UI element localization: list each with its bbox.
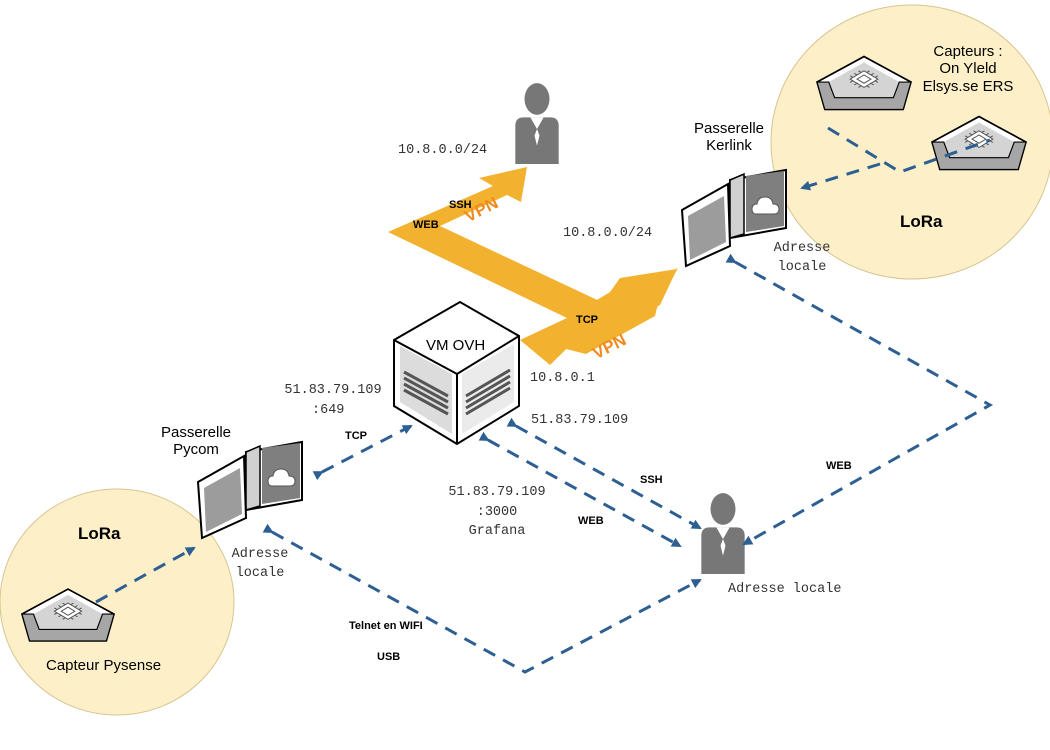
kerlink-vpn-subnet: 10.8.0.0/24 [563, 226, 653, 241]
sensors-label-line-2: On Yleld [939, 60, 997, 78]
gateway-kerlink-address-line-2: locale [777, 259, 827, 275]
vm-ovh-label: VM OVH [426, 337, 486, 354]
user-ssh-label: SSH [640, 474, 663, 486]
gateway-pycom-label-line-1: Passerelle [160, 424, 232, 441]
vpn-ssh-label: SSH [449, 199, 472, 211]
vm-grafana-address-line-2: :3000 [476, 504, 518, 520]
link-pycom-vm-tcp [312, 424, 413, 481]
gateway-pycom-label: Passerelle Pycom [155, 424, 237, 459]
kerlink-web-label: WEB [826, 460, 852, 472]
sensors-label: Capteurs : On Yleld Elsys.se ERS [918, 43, 1018, 95]
usb-label: USB [377, 651, 401, 663]
link-vm-user-web [478, 431, 682, 548]
vpn-tcp-label: TCP [576, 314, 598, 326]
vpn-tunnel-arrow-user [388, 167, 610, 365]
vm-ovh-server-icon [393, 300, 520, 446]
gateway-kerlink-label: Passerelle Kerlink [688, 120, 770, 155]
pycom-tcp-label: TCP [345, 430, 367, 442]
vm-public-ip: 51.83.79.109 [531, 413, 629, 428]
vm-grafana-address: 51.83.79.109 :3000 Grafana [434, 483, 560, 542]
gateway-kerlink-label-line-2: Kerlink [706, 137, 752, 155]
lora-zone-right-title: LoRa [900, 212, 943, 231]
vm-grafana-address-line-1: 51.83.79.109 [448, 485, 546, 500]
vpn-user-icon [515, 83, 559, 164]
vm-public-ip-649: 51.83.79.109 :649 [270, 381, 396, 420]
gateway-pycom-address-line-2: locale [235, 565, 285, 581]
local-user-address: Adresse locale [728, 582, 842, 597]
vm-grafana-address-line-3: Grafana [468, 524, 526, 540]
link-pycom-local-user [262, 523, 702, 674]
sensors-label-line-3: Elsys.se ERS [922, 77, 1014, 95]
telnet-wifi-label: Telnet en WIFI [349, 620, 423, 632]
link-sensors-to-kerlink [800, 162, 881, 191]
vm-public-ip-649-line-1: 51.83.79.109 [284, 383, 382, 398]
gateway-kerlink-label-line-1: Passerelle [693, 120, 765, 137]
link-kerlink-user-web [725, 253, 994, 546]
vpn-tunnel-arrow-kerlink-head [548, 269, 677, 344]
gateway-kerlink-address: Adresse locale [764, 240, 840, 278]
gateway-pycom-label-line-2: Pycom [173, 441, 219, 459]
sensors-label-line-1: Capteurs : [933, 43, 1003, 60]
user-web-label: WEB [578, 515, 604, 527]
vpn-user-subnet: 10.8.0.0/24 [398, 143, 488, 158]
lora-zone-left-title: LoRa [78, 524, 121, 543]
vm-public-ip-649-line-2: :649 [312, 402, 345, 418]
link-sensors-join [827, 126, 991, 174]
local-user-icon [701, 493, 745, 574]
gateway-kerlink-address-line-1: Adresse [773, 241, 831, 256]
link-pysense-to-pycom [95, 546, 196, 604]
gateway-pycom-address: Adresse locale [222, 546, 298, 584]
vpn-web-label: WEB [413, 219, 439, 231]
pysense-sensor-label: Capteur Pysense [46, 657, 162, 674]
gateway-pycom-address-line-1: Adresse [231, 547, 289, 562]
lora-zone-left [0, 488, 235, 716]
vm-vpn-ip: 10.8.0.1 [530, 371, 595, 386]
